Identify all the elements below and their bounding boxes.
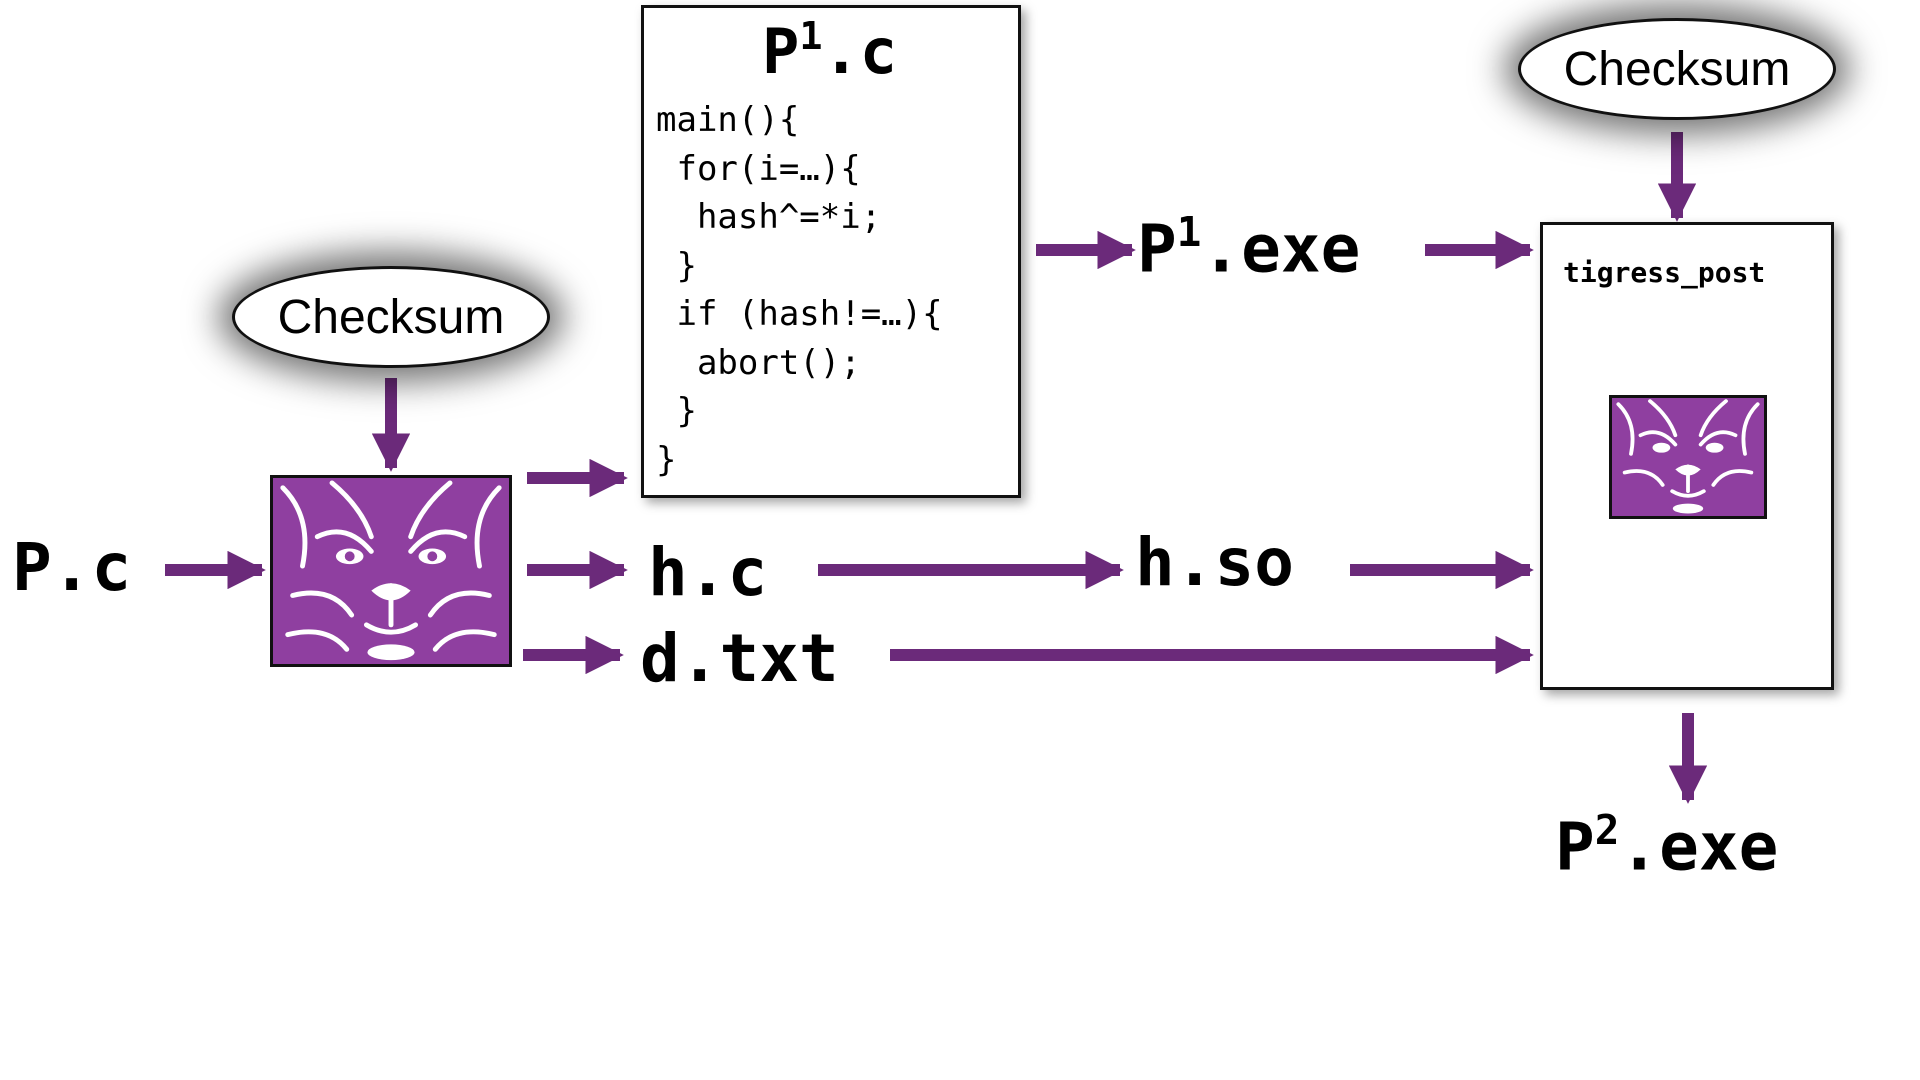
checksum-ellipse-right: Checksum	[1518, 18, 1836, 120]
h-c-label: h.c	[648, 534, 768, 611]
code-line: }	[656, 245, 697, 286]
code-line: if (hash!=…){	[656, 294, 943, 334]
checksum-label-right: Checksum	[1563, 42, 1791, 96]
p1-exe-label: P1.exe	[1137, 208, 1361, 288]
code-line: main(){	[656, 100, 800, 140]
input-file-label: P.c	[12, 529, 132, 606]
tiger-logo-icon	[273, 478, 509, 664]
p1-source-title: P1.c	[762, 14, 898, 88]
tigress-tool-box	[270, 475, 512, 667]
d-txt-label: d.txt	[640, 620, 839, 697]
code-line: for(i=…){	[656, 148, 861, 189]
h-so-label: h.so	[1135, 524, 1294, 601]
checksum-label-left: Checksum	[277, 290, 505, 344]
code-line: abort();	[656, 342, 861, 383]
tigress-post-title: tigress_post	[1563, 256, 1766, 289]
code-line: }	[656, 439, 677, 480]
checksum-ellipse-left: Checksum	[232, 266, 550, 368]
tigress-post-logo	[1609, 395, 1767, 519]
p1-source-box: P1.c main(){ for(i=…){ hash^=*i; } if (h…	[641, 5, 1021, 498]
tigress-post-box: tigress_post	[1540, 222, 1834, 690]
tiger-logo-icon	[1612, 398, 1764, 516]
code-line: }	[656, 391, 697, 431]
p1-source-code: main(){ for(i=…){ hash^=*i; } if (hash!=…	[656, 96, 943, 484]
code-line: hash^=*i;	[656, 197, 882, 237]
p2-exe-label: P2.exe	[1555, 806, 1779, 886]
